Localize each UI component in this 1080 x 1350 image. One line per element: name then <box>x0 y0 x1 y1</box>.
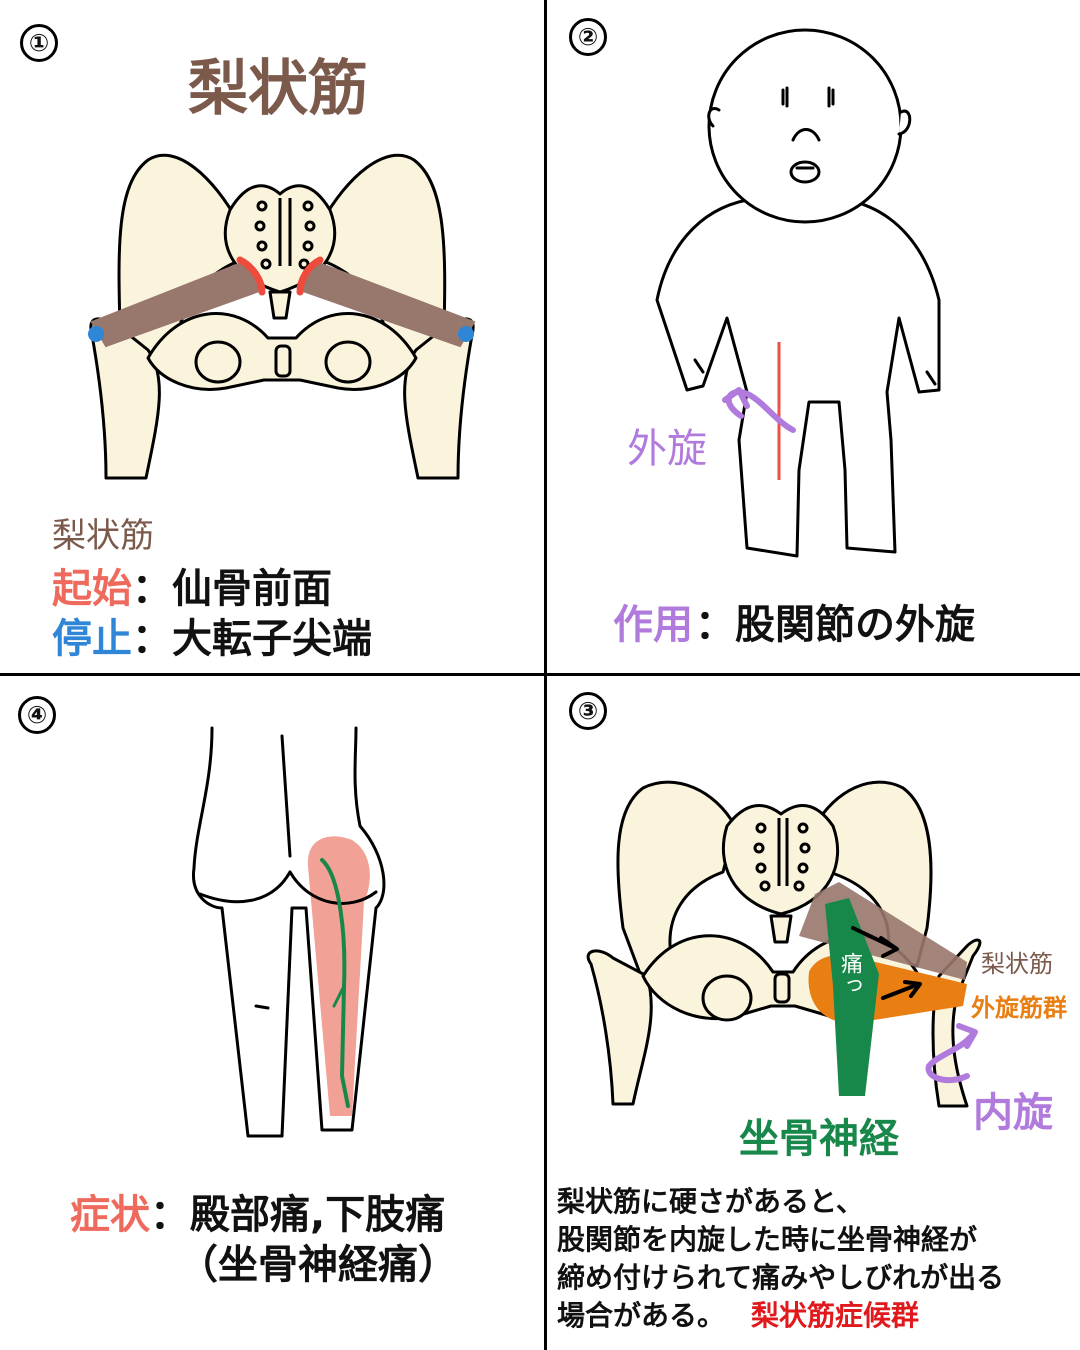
pain-label: 痛っ <box>837 952 862 996</box>
description-line-2: 股関節を内旋した時に坐骨神経が <box>557 1223 978 1256</box>
panel-number: ② <box>569 18 607 56</box>
description-line-4: 場合がある。 <box>557 1299 726 1332</box>
sciatic-nerve-label: 坐骨神経 <box>739 1116 899 1162</box>
description-line-1: 梨状筋に硬さがあると、 <box>557 1185 864 1218</box>
external-rotation-label: 外旋 <box>627 426 707 472</box>
symptom-label: 症状 <box>70 1192 150 1238</box>
vertical-divider <box>544 0 547 1350</box>
insertion-value: ：大転子尖端 <box>132 616 372 662</box>
pelvis-nerve-illustration <box>586 780 982 1108</box>
muscle-label: 梨状筋 <box>52 516 154 556</box>
piriformis-label: 梨状筋 <box>981 950 1053 978</box>
buttock-leg-illustration <box>192 726 386 1138</box>
symptom-value-2: （坐骨神経痛） <box>178 1242 458 1288</box>
panel-symptoms: ④ 症状 ：殿部痛,下肢痛 （坐骨神経痛） <box>0 676 544 1350</box>
panel-number: ③ <box>569 692 607 730</box>
panel-number: ④ <box>18 696 56 734</box>
action-value: ：股関節の外旋 <box>695 602 975 648</box>
pelvis-illustration <box>88 153 476 480</box>
symptom-value: ：殿部痛,下肢痛 <box>150 1192 446 1238</box>
origin-label: 起始 <box>52 566 132 612</box>
syndrome-label: 梨状筋症候群 <box>751 1299 920 1332</box>
horizontal-divider <box>0 673 1080 676</box>
internal-rotation-label: 内旋 <box>973 1090 1053 1136</box>
description-line-3: 締め付けられて痛みやしびれが出る <box>557 1261 1005 1294</box>
panel-action: ② 外旋 作用 ：股関節の外旋 <box>547 0 1080 673</box>
action-label: 作用 <box>613 602 693 648</box>
panel-title: 梨状筋 <box>188 54 368 124</box>
panel-number: ① <box>20 24 58 62</box>
panel-origin-insertion: ① 梨状筋 <box>0 0 544 673</box>
insertion-label: 停止 <box>52 616 132 662</box>
external-rotators-label: 外旋筋群 <box>971 994 1067 1022</box>
panel-mechanism: ③ <box>547 676 1080 1350</box>
child-figure-illustration <box>655 28 941 558</box>
origin-value: ：仙骨前面 <box>132 566 332 612</box>
